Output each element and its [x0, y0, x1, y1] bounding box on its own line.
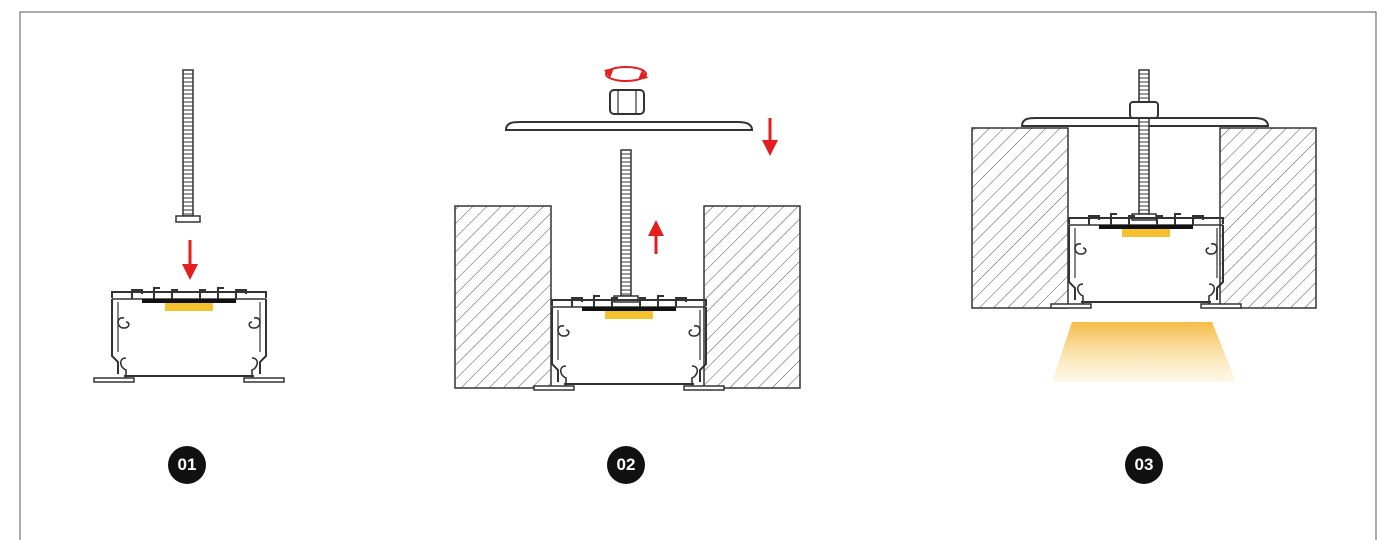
- nut: [609, 89, 645, 115]
- step-badge-01: 01: [168, 446, 206, 484]
- nut: [1129, 101, 1159, 119]
- wall-block-left: [971, 127, 1069, 309]
- bolt: [175, 69, 201, 223]
- wall-block-right: [703, 205, 801, 389]
- step-01-illustration: [93, 69, 285, 383]
- down-arrow-icon: [182, 240, 198, 280]
- rotate-arrow-icon: [604, 66, 648, 82]
- step-badge-03: 03: [1125, 446, 1163, 484]
- down-arrow-icon: [762, 118, 778, 156]
- light-beam: [1052, 322, 1236, 382]
- mounting-plate: [504, 121, 754, 131]
- bolt: [613, 149, 639, 303]
- led-profile: [533, 295, 725, 391]
- step-badge-02: 02: [607, 446, 645, 484]
- led-profile: [93, 287, 285, 383]
- wall-block-left: [454, 205, 552, 389]
- step-02-illustration: [454, 66, 801, 391]
- led-profile: [1050, 213, 1242, 309]
- diagram-frame: [19, 11, 1377, 540]
- up-arrow-icon: [648, 220, 664, 254]
- step-03-illustration: [971, 69, 1317, 382]
- bolt: [1129, 69, 1159, 221]
- wall-block-right: [1219, 127, 1317, 309]
